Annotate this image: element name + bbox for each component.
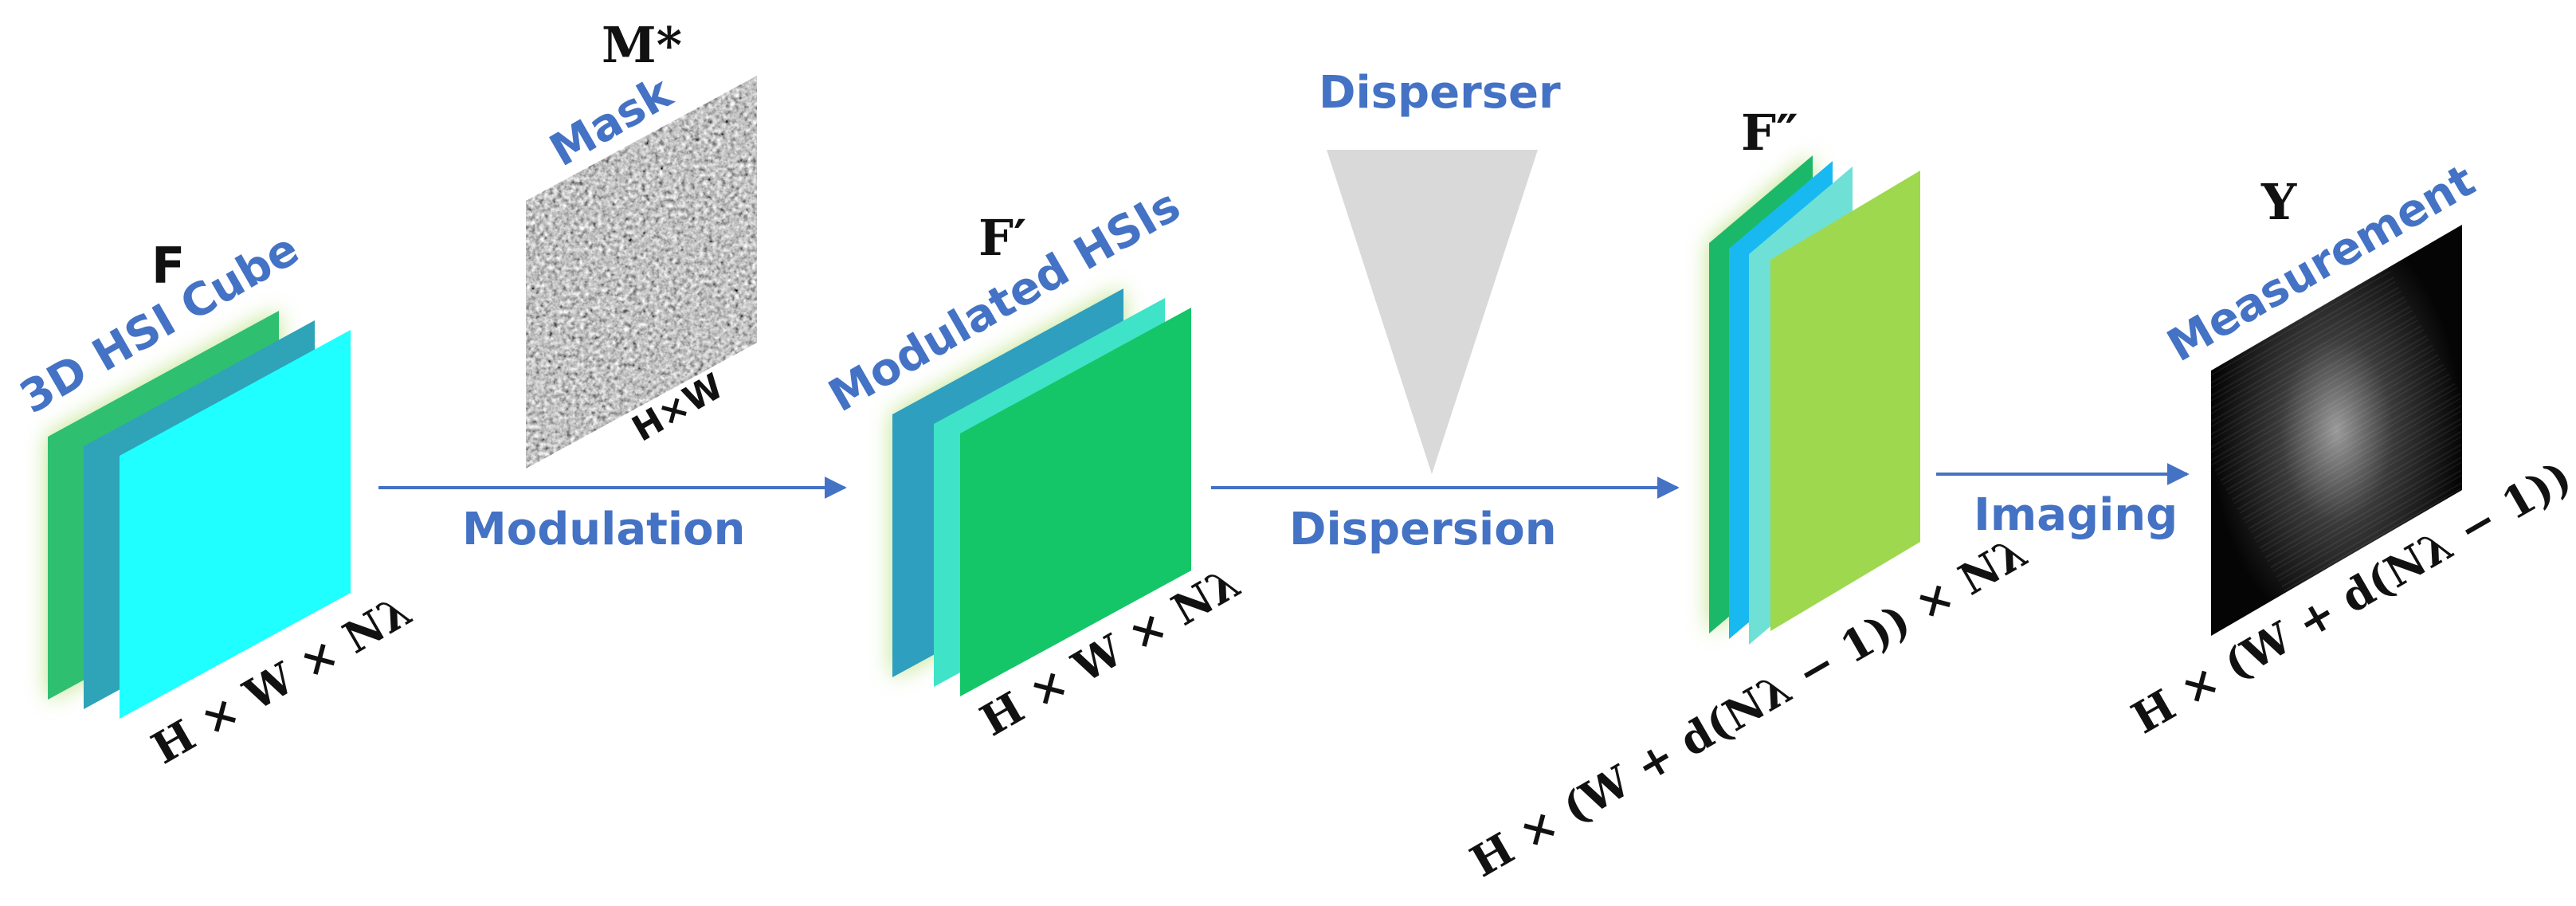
mask-symbol: M*: [602, 16, 682, 74]
disperser-group: Disperser: [1319, 67, 1561, 474]
measurement-symbol: Y: [2260, 173, 2297, 231]
modulated-hsi-group: F′ Modulated HSIs H × W × Nλ: [821, 179, 1249, 746]
mask-group: M* Mask H×W: [526, 16, 757, 469]
imaging-arrow-group: Imaging: [1936, 463, 2190, 541]
disperser-title: Disperser: [1319, 67, 1561, 119]
modulated-layer-front: [960, 308, 1191, 696]
disperser-prism: [1327, 150, 1538, 474]
measurement-group: Y Measurement H × (W + d(Nλ − 1)): [2123, 155, 2576, 743]
dispersed-cube-group: F″ H × (W + d(Nλ − 1)) × Nλ: [1462, 104, 2037, 887]
cube-layer-front: [120, 330, 351, 719]
dispersion-label: Dispersion: [1289, 504, 1557, 555]
modulation-label: Modulation: [462, 504, 745, 555]
modulated-symbol: F′: [978, 209, 1026, 267]
dispersed-layer-4: [1770, 171, 1920, 631]
modulation-arrow-group: Modulation: [378, 477, 847, 555]
dispersion-arrow-group: Dispersion: [1211, 477, 1680, 555]
cube-symbol: F: [151, 237, 185, 295]
hsi-cube-group: F 3D HSI Cube H × W × Nλ: [12, 223, 421, 774]
dispersed-symbol: F″: [1741, 104, 1798, 162]
imaging-label: Imaging: [1974, 489, 2178, 541]
